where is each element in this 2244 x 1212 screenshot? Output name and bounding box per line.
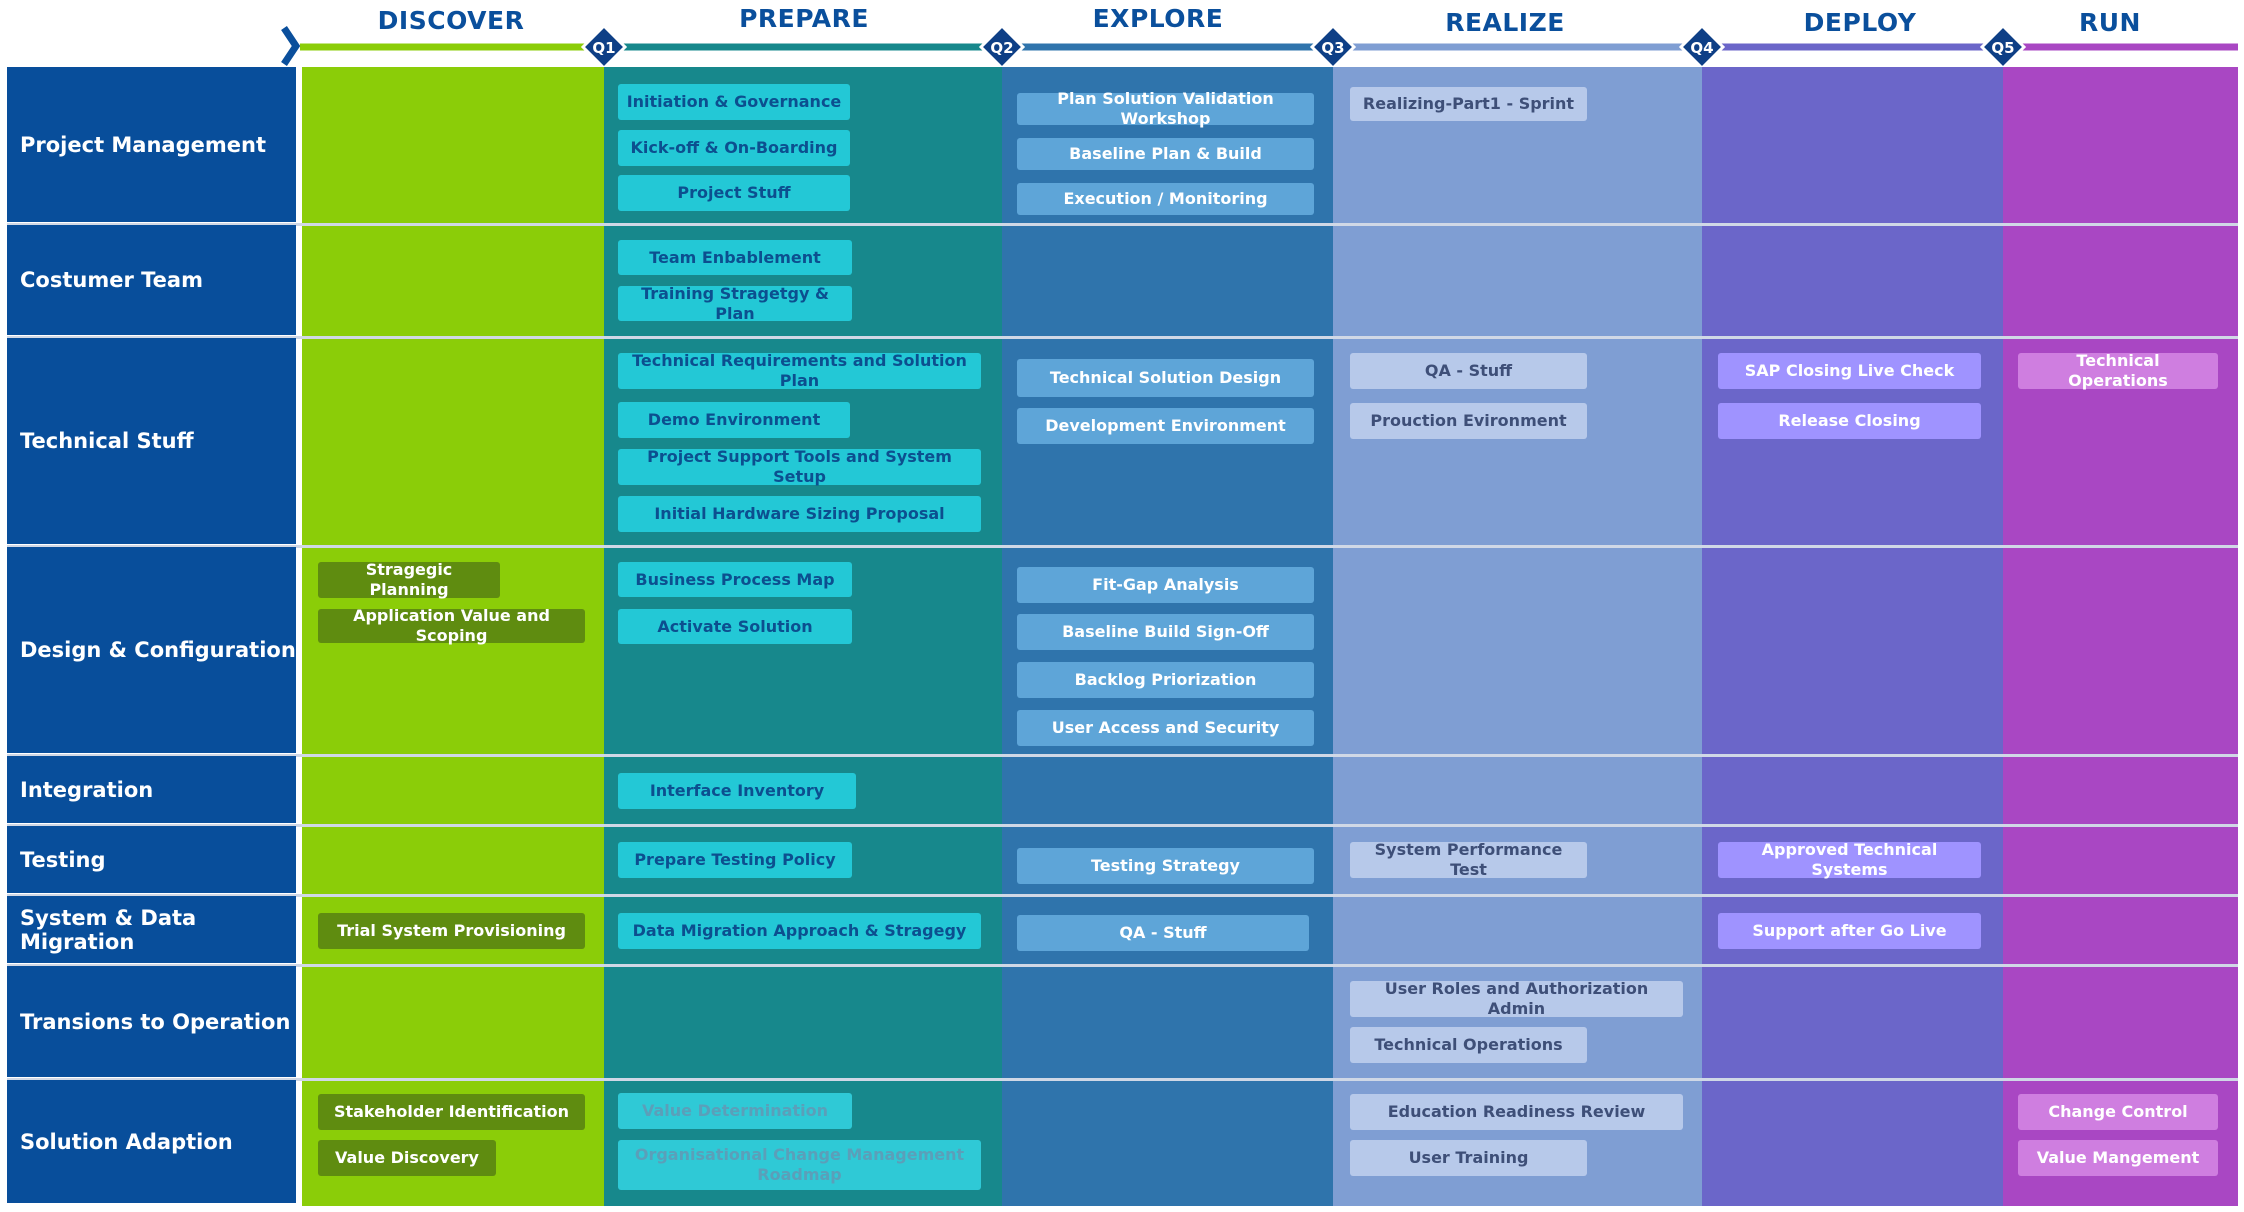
row-divider [7, 964, 2238, 967]
activity-box-realize: Technical Operations [1350, 1027, 1587, 1063]
gate-label: Q1 [592, 39, 615, 57]
activity-box-explore: Fit-Gap Analysis [1017, 567, 1314, 603]
activity-box-prepare: Kick-off & On-Boarding [618, 130, 850, 166]
activity-box-explore: Testing Strategy [1017, 848, 1314, 884]
activity-box-prepare: Activate Solution [618, 609, 852, 644]
activity-box-prepare: Data Migration Approach & Stragegy [618, 913, 981, 949]
quality-gate-marker: Q2 [978, 23, 1026, 70]
gate-label: Q3 [1321, 39, 1344, 57]
timeline-start-chevron-icon [281, 26, 301, 66]
activity-box-prepare: Demo Environment [618, 402, 850, 438]
activity-box-prepare: Project Support Tools and System Setup [618, 447, 981, 486]
phase-title-prepare: PREPARE [739, 4, 869, 33]
gate-label: Q5 [1991, 39, 2014, 57]
activity-box-explore: Plan Solution Validation Workshop [1017, 89, 1314, 128]
row-label: Technical Stuff [7, 338, 296, 544]
activity-box-discover: Stakeholder Identification [318, 1094, 585, 1130]
activity-box-realize: User Roles and Authorization Admin [1350, 979, 1683, 1018]
activity-box-prepare: Interface Inventory [618, 773, 856, 809]
activity-box-deploy: Approved Technical Systems [1718, 840, 1981, 879]
activity-box-explore: Baseline Build Sign-Off [1017, 614, 1314, 650]
activity-box-prepare: Value Determination [618, 1093, 852, 1129]
activity-box-discover: Value Discovery [318, 1140, 496, 1176]
row-label: Integration [7, 756, 296, 823]
activity-box-realize: Education Readiness Review [1350, 1094, 1683, 1130]
row-label: Costumer Team [7, 225, 296, 335]
activity-box-deploy: Support after Go Live [1718, 913, 1981, 949]
activity-box-prepare: Initiation & Governance [618, 84, 850, 120]
phase-title-deploy: DEPLOY [1803, 8, 1917, 37]
activity-box-prepare: Initial Hardware Sizing Proposal [618, 496, 981, 532]
gate-label: Q4 [1690, 39, 1713, 57]
activity-box-explore: Backlog Priorization [1017, 662, 1314, 698]
phase-title-run: RUN [2079, 8, 2141, 37]
row-divider [7, 754, 2238, 757]
activity-box-explore: Baseline Plan & Build [1017, 138, 1314, 170]
row-label: Solution Adaption [7, 1080, 296, 1203]
activity-box-explore: QA - Stuff [1017, 915, 1309, 951]
activity-box-explore: Technical Solution Design [1017, 359, 1314, 397]
row-label: System & Data Migration [7, 896, 296, 963]
activity-box-prepare: Organisational Change Management Roadmap [618, 1140, 981, 1190]
row-divider [7, 824, 2238, 827]
activity-box-deploy: Release Closing [1718, 403, 1981, 439]
activity-box-run: Technical Operations [2018, 351, 2218, 390]
quality-gate-marker: Q4 [1678, 23, 1726, 70]
activity-box-prepare: Team Enbablement [618, 240, 852, 275]
phase-column-run [2003, 67, 2238, 1206]
activity-box-explore: Execution / Monitoring [1017, 183, 1314, 215]
row-label: Transions to Operation [7, 966, 296, 1077]
row-label: Design & Configuration [7, 547, 296, 753]
phase-timeline: Q1 Q2 Q3 Q4 Q5 [281, 23, 2238, 70]
phase-title-realize: REALIZE [1445, 8, 1565, 37]
activity-box-prepare: Business Process Map [618, 562, 852, 597]
gate-label: Q2 [990, 39, 1013, 57]
row-divider [7, 336, 2238, 339]
activity-box-prepare: Prepare Testing Policy [618, 842, 852, 878]
activity-box-realize: System Performance Test [1350, 840, 1587, 879]
row-label: Project Management [7, 67, 296, 222]
activity-box-realize: Realizing-Part1 - Sprint [1350, 87, 1587, 121]
phase-title-discover: DISCOVER [377, 6, 525, 35]
activity-box-deploy: SAP Closing Live Check [1718, 353, 1981, 389]
phase-column-deploy [1702, 67, 2003, 1206]
row-label: Testing [7, 826, 296, 893]
activity-box-explore: User Access and Security [1017, 710, 1314, 746]
activity-box-prepare: Project Stuff [618, 175, 850, 211]
activity-box-explore: Development Environment [1017, 408, 1314, 444]
row-divider [7, 894, 2238, 897]
row-divider [7, 223, 2238, 226]
activity-box-realize: Prouction Evironment [1350, 403, 1587, 439]
quality-gate-marker: Q3 [1309, 23, 1357, 70]
activity-box-realize: QA - Stuff [1350, 353, 1587, 389]
activity-box-discover: Stragegic Planning [318, 560, 500, 599]
activity-box-prepare: Technical Requirements and Solution Plan [618, 351, 981, 390]
quality-gate-marker: Q1 [580, 23, 628, 70]
label-column-divider [297, 67, 302, 1206]
activity-box-realize: User Training [1350, 1140, 1587, 1176]
row-divider [7, 1078, 2238, 1081]
activity-box-discover: Trial System Provisioning [318, 913, 585, 949]
activity-box-prepare: Training Stragetgy & Plan [618, 284, 852, 323]
phase-title-explore: EXPLORE [1092, 4, 1224, 33]
activity-box-run: Change Control [2018, 1094, 2218, 1130]
activity-box-run: Value Mangement [2018, 1140, 2218, 1176]
row-divider [7, 545, 2238, 548]
activity-box-discover: Application Value and Scoping [318, 606, 585, 645]
